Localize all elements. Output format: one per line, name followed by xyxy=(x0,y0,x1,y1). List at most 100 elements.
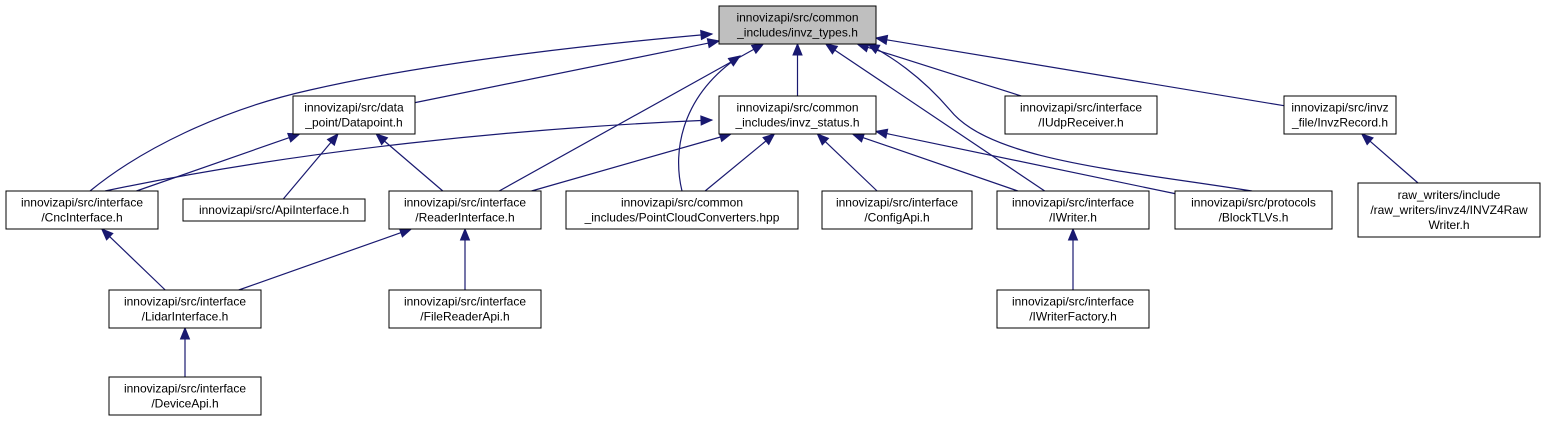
edge-iudp-to-types xyxy=(856,42,1022,97)
node-label-line: /IWriterFactory.h xyxy=(1029,310,1117,324)
edge-blocktlvs-to-types xyxy=(866,43,1253,192)
edge-device-to-lidar xyxy=(179,326,191,377)
node-label-line: _file/InvzRecord.h xyxy=(1291,116,1388,130)
edge-line xyxy=(383,140,444,192)
node-label-line: innovizapi/src/data xyxy=(304,101,404,115)
node-box xyxy=(718,5,877,45)
node-label-line: innovizapi/src/invz xyxy=(1291,101,1388,115)
edge-iwriter-to-status xyxy=(851,132,1019,192)
node-label-line: /IUdpReceiver.h xyxy=(1038,116,1123,130)
edge-rawwriter-to-invzrecord xyxy=(1360,133,1419,184)
edge-apiinterface-to-datapoint xyxy=(282,132,339,200)
edge-reader-to-status xyxy=(531,132,733,192)
node-label-line: innovizapi/src/interface xyxy=(836,196,958,210)
edge-pcconv-to-status xyxy=(704,133,776,192)
node-label-line: innovizapi/src/common xyxy=(736,101,858,115)
node-configapi[interactable]: innovizapi/src/interface/ConfigApi.h xyxy=(821,190,973,230)
node-box xyxy=(182,198,366,222)
node-label-line: /LidarInterface.h xyxy=(142,310,229,324)
node-label-line: innovizapi/src/ApiInterface.h xyxy=(199,203,349,217)
edge-arrowhead xyxy=(851,132,866,143)
node-label-line: _point/Datapoint.h xyxy=(304,116,402,130)
node-label-line: Writer.h xyxy=(1428,218,1469,232)
edge-line xyxy=(531,136,722,192)
node-blocktlvs[interactable]: innovizapi/src/protocols/BlockTLVs.h xyxy=(1174,190,1333,230)
edge-arrowhead xyxy=(1360,133,1374,146)
edge-lidar-to-reader xyxy=(238,227,413,291)
node-status[interactable]: innovizapi/src/common_includes/invz_stat… xyxy=(718,95,877,135)
node-filereader[interactable]: innovizapi/src/interface/FileReaderApi.h xyxy=(388,289,542,329)
edge-arrowhead xyxy=(459,227,471,241)
node-device[interactable]: innovizapi/src/interface/DeviceApi.h xyxy=(108,376,262,416)
edge-invzrecord-to-types xyxy=(874,34,1285,107)
edge-arrowhead xyxy=(750,43,765,55)
node-label-line: _includes/invz_types.h xyxy=(736,26,858,40)
edge-filereader-to-reader xyxy=(459,227,471,290)
node-label-line: _includes/invz_status.h xyxy=(734,116,859,130)
edge-line xyxy=(136,136,291,192)
node-invzrecord[interactable]: innovizapi/src/invz_file/InvzRecord.h xyxy=(1283,95,1397,135)
node-label-line: /raw_writers/invz4/INVZ4Raw xyxy=(1370,203,1528,217)
edge-line xyxy=(867,43,1253,192)
edge-arrowhead xyxy=(700,29,714,41)
edge-arrowhead xyxy=(866,43,881,55)
node-label-line: innovizapi/src/interface xyxy=(1020,101,1142,115)
node-box xyxy=(996,190,1150,230)
node-apiinterface[interactable]: innovizapi/src/ApiInterface.h xyxy=(182,198,366,222)
node-iwriter[interactable]: innovizapi/src/interface/IWriter.h xyxy=(996,190,1150,230)
node-label-line: /CncInterface.h xyxy=(41,211,122,225)
edge-line xyxy=(282,141,333,200)
node-label-line: innovizapi/src/common xyxy=(736,11,858,25)
node-box xyxy=(292,95,416,135)
node-pcconv[interactable]: innovizapi/src/common_includes/PointClou… xyxy=(565,190,799,230)
node-rawwriter[interactable]: raw_writers/include/raw_writers/invz4/IN… xyxy=(1357,182,1541,238)
edge-line xyxy=(104,119,713,192)
node-lidar[interactable]: innovizapi/src/interface/LidarInterface.… xyxy=(108,289,262,329)
node-box xyxy=(718,95,877,135)
edge-line xyxy=(498,48,755,192)
node-label-line: raw_writers/include xyxy=(1398,188,1501,202)
node-box xyxy=(108,289,262,329)
edge-arrowhead xyxy=(727,55,742,67)
edge-arrowhead xyxy=(874,34,889,46)
edge-reader-to-datapoint xyxy=(375,133,444,192)
node-label-line: /ConfigApi.h xyxy=(864,211,929,225)
edge-arrowhead xyxy=(874,128,889,139)
edge-cnc-to-datapoint xyxy=(136,132,301,192)
node-iudp[interactable]: innovizapi/src/interface/IUdpReceiver.h xyxy=(1004,95,1158,135)
node-layer: innovizapi/src/common_includes/invz_type… xyxy=(5,5,1541,416)
node-label-line: innovizapi/src/interface xyxy=(1012,196,1134,210)
node-label-line: /IWriter.h xyxy=(1049,211,1097,225)
edge-line xyxy=(885,132,1176,195)
node-label-line: innovizapi/src/interface xyxy=(404,295,526,309)
edge-cnc-to-status xyxy=(104,115,714,192)
edge-arrowhead xyxy=(700,115,714,126)
node-label-line: innovizapi/src/interface xyxy=(404,196,526,210)
node-label-line: innovizapi/src/interface xyxy=(1012,295,1134,309)
edge-arrowhead xyxy=(287,132,301,143)
node-label-line: innovizapi/src/interface xyxy=(21,196,143,210)
node-label-line: /FileReaderApi.h xyxy=(420,310,509,324)
node-cnc[interactable]: innovizapi/src/interface/CncInterface.h xyxy=(5,190,159,230)
edge-configapi-to-status xyxy=(816,133,878,192)
node-types[interactable]: innovizapi/src/common_includes/invz_type… xyxy=(718,5,877,45)
edge-datapoint-to-types xyxy=(414,38,721,104)
node-box xyxy=(388,289,542,329)
edge-line xyxy=(866,46,1022,97)
node-datapoint[interactable]: innovizapi/src/data_point/Datapoint.h xyxy=(292,95,416,135)
edge-arrowhead xyxy=(1067,227,1079,241)
node-iwriterfactory[interactable]: innovizapi/src/interface/IWriterFactory.… xyxy=(996,289,1150,329)
node-box xyxy=(565,190,799,230)
edge-line xyxy=(678,55,741,192)
node-box xyxy=(388,190,542,230)
node-box xyxy=(1283,95,1397,135)
edge-line xyxy=(89,33,713,192)
node-reader[interactable]: innovizapi/src/interface/ReaderInterface… xyxy=(388,190,542,230)
node-label-line: innovizapi/src/interface xyxy=(124,295,246,309)
edge-cnc-to-types xyxy=(89,29,714,192)
node-box xyxy=(821,190,973,230)
node-label-line: innovizapi/src/common xyxy=(621,196,743,210)
node-box xyxy=(1174,190,1333,230)
edge-arrowhead xyxy=(824,43,839,55)
